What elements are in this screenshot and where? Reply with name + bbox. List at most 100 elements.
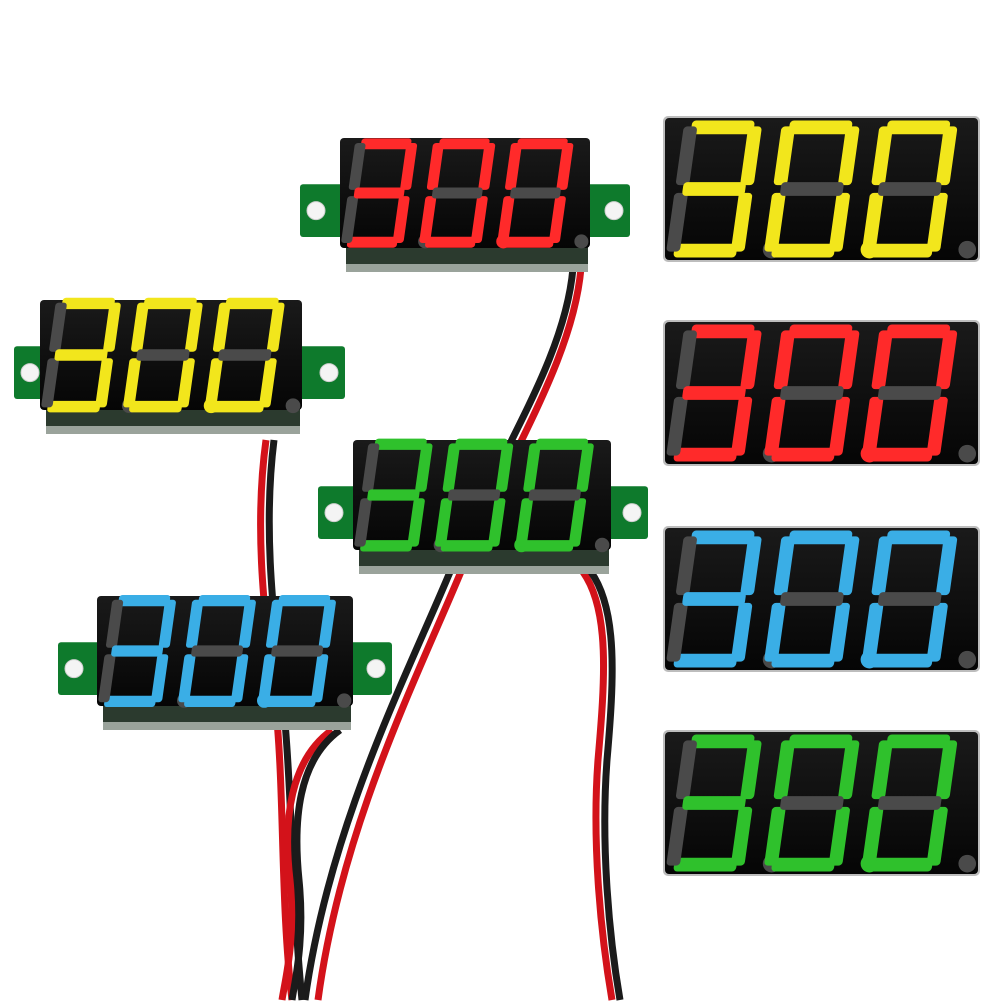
module-housing-base [46,426,300,434]
voltmeter-module-red [300,138,630,272]
segment-d [771,653,835,668]
segment-b [838,536,860,596]
module-red-digit-3 [497,138,574,248]
module-blue-decimal-point-3 [337,693,352,708]
segment-e [419,196,437,243]
segment-f [871,740,893,800]
segment-a [788,530,853,545]
swatch-yellow [663,116,980,262]
module-yellow-decimal-point-3 [285,398,301,414]
mounting-hole-left [306,201,326,221]
segment-e [258,654,276,703]
segment-a [438,138,490,150]
segment-g [218,349,272,361]
module-housing-base [346,264,588,272]
mounting-hole-left [64,659,84,679]
segment-e [666,192,688,252]
module-yellow-digit-3 [205,297,285,413]
segment-a [788,734,853,749]
segment-c [829,396,850,456]
swatch-red-decimal-point-3 [958,444,977,463]
segment-e [764,806,786,866]
segment-f [773,126,795,186]
segment-c [926,192,948,252]
segment-g [447,489,501,501]
voltmeter-module-green [318,438,648,574]
segment-g [877,386,942,400]
segment-f [676,330,697,390]
segment-b [740,126,762,186]
segment-a [61,297,115,310]
swatch-red [663,320,980,466]
voltmeter-modules [14,138,648,730]
segment-d [503,236,554,248]
segment-b [936,536,958,596]
segment-f [773,740,795,800]
segment-d [360,540,413,552]
segment-b [400,143,418,190]
swatch-red-digit-2 [764,324,860,462]
segment-g [780,182,844,196]
mounting-hole-left [20,363,40,383]
wire-blue-module-black [288,727,343,1001]
segment-e [354,498,372,547]
module-blue-digit-3 [258,595,336,708]
segment-a [886,324,951,339]
segment-b [556,143,574,190]
voltmeter-module-yellow [14,297,345,434]
swatch-green-digit-2 [764,734,860,872]
segment-d [673,447,738,462]
segment-a [455,438,508,450]
mounting-hole-left [324,503,344,523]
mounting-hole-right [622,503,642,523]
segment-g [54,349,108,361]
segment-c [731,602,753,662]
segment-g [136,349,190,361]
segment-a [690,120,755,135]
segment-f [362,443,380,492]
segment-a [360,138,412,150]
segment-f [676,536,697,596]
segment-b [740,740,762,800]
segment-b [740,330,762,390]
segment-g [877,796,942,810]
segment-f [185,599,204,648]
segment-c [311,654,329,703]
swatch-blue-decimal-point-3 [958,650,977,669]
segment-e [666,806,688,866]
wire-green-module-red [580,569,616,1001]
segment-e [98,654,116,703]
segment-a [118,595,171,607]
segment-c [568,498,587,547]
segment-g [682,796,746,810]
segment-e [123,358,141,408]
swatch-green-decimal-point-3 [958,854,977,873]
segment-a [278,595,331,607]
module-green-digit-2 [434,438,514,552]
segment-b [740,536,762,596]
module-yellow-digit-2 [123,297,203,413]
segment-d [869,857,933,872]
segment-e [764,396,786,456]
segment-e [178,654,196,703]
segment-c [731,192,753,252]
segment-b [266,302,285,352]
segment-d [425,236,476,248]
segment-c [926,602,948,662]
segment-a [225,297,279,310]
segment-f [676,126,697,186]
swatch-yellow-digit-2 [764,120,860,258]
segment-c [731,806,753,866]
segment-g [271,645,324,657]
module-red-digit-2 [419,138,496,248]
segment-b [415,443,433,492]
mounting-hole-right [366,659,386,679]
segment-g [367,489,420,501]
segment-d [673,653,738,668]
segment-g [877,182,942,196]
segment-f [523,443,541,492]
segment-d [104,695,157,708]
module-blue-digit-1 [98,595,176,708]
segment-f [212,302,231,352]
swatch-green [663,730,980,876]
